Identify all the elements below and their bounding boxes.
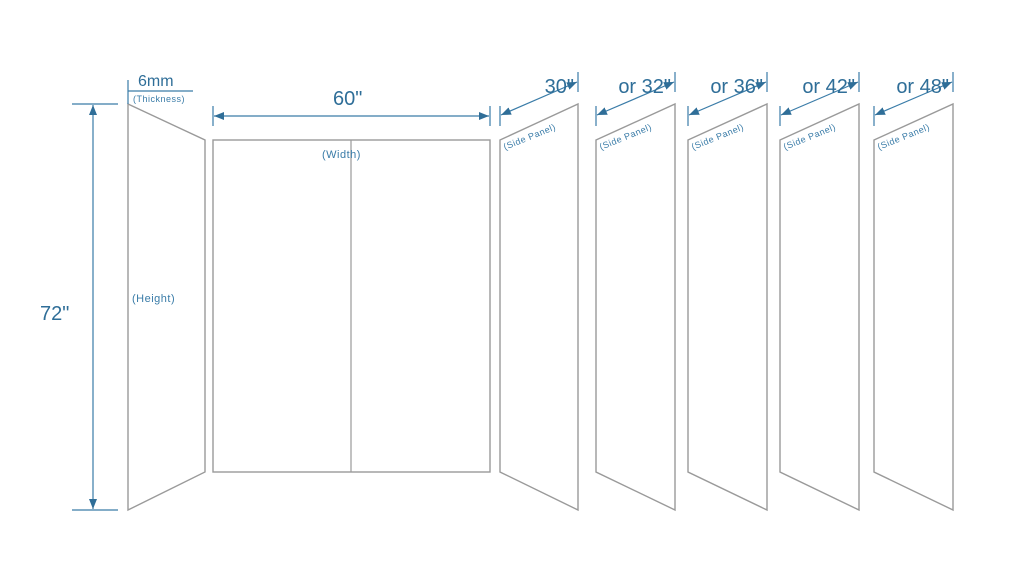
height-label: (Height) (132, 293, 175, 305)
width-label: (Width) (322, 149, 361, 161)
thickness-label: (Thickness) (133, 94, 185, 104)
side-panel-dimension-arrow (688, 81, 767, 116)
side-panel-dimension-arrow (780, 81, 859, 116)
side-panel-width-value: 30" (545, 76, 574, 98)
side-panel-option: or 48"(Side Panel) (873, 72, 954, 512)
width-dimension (212, 106, 491, 126)
side-panel (779, 102, 860, 512)
side-panel (595, 102, 676, 512)
side-panel-width-value: or 36" (710, 76, 763, 98)
side-panel (687, 102, 768, 512)
side-panel-dimension-arrow (874, 81, 953, 116)
thickness-dimension (127, 80, 193, 104)
side-panel (873, 102, 954, 512)
side-panel-width-value: or 48" (896, 76, 949, 98)
side-panel-dimension-arrow (500, 81, 578, 116)
side-panel-width-value: or 32" (618, 76, 671, 98)
side-panel (499, 102, 579, 512)
thickness-value: 6mm (138, 73, 174, 90)
height-dimension (72, 103, 118, 511)
side-panel-option: or 42"(Side Panel) (779, 72, 860, 512)
width-value: 60" (333, 88, 362, 110)
side-panel-dimension-arrow (596, 81, 675, 116)
side-panel-width-value: or 42" (802, 76, 855, 98)
side-panels: 30"(Side Panel)or 32"(Side Panel)or 36"(… (499, 72, 954, 512)
side-panel-option: or 32"(Side Panel) (595, 72, 676, 512)
left-side-panel (127, 102, 206, 512)
side-panel-option: or 36"(Side Panel) (687, 72, 768, 512)
height-value: 72" (40, 303, 69, 325)
side-panel-option: 30"(Side Panel) (499, 72, 579, 512)
